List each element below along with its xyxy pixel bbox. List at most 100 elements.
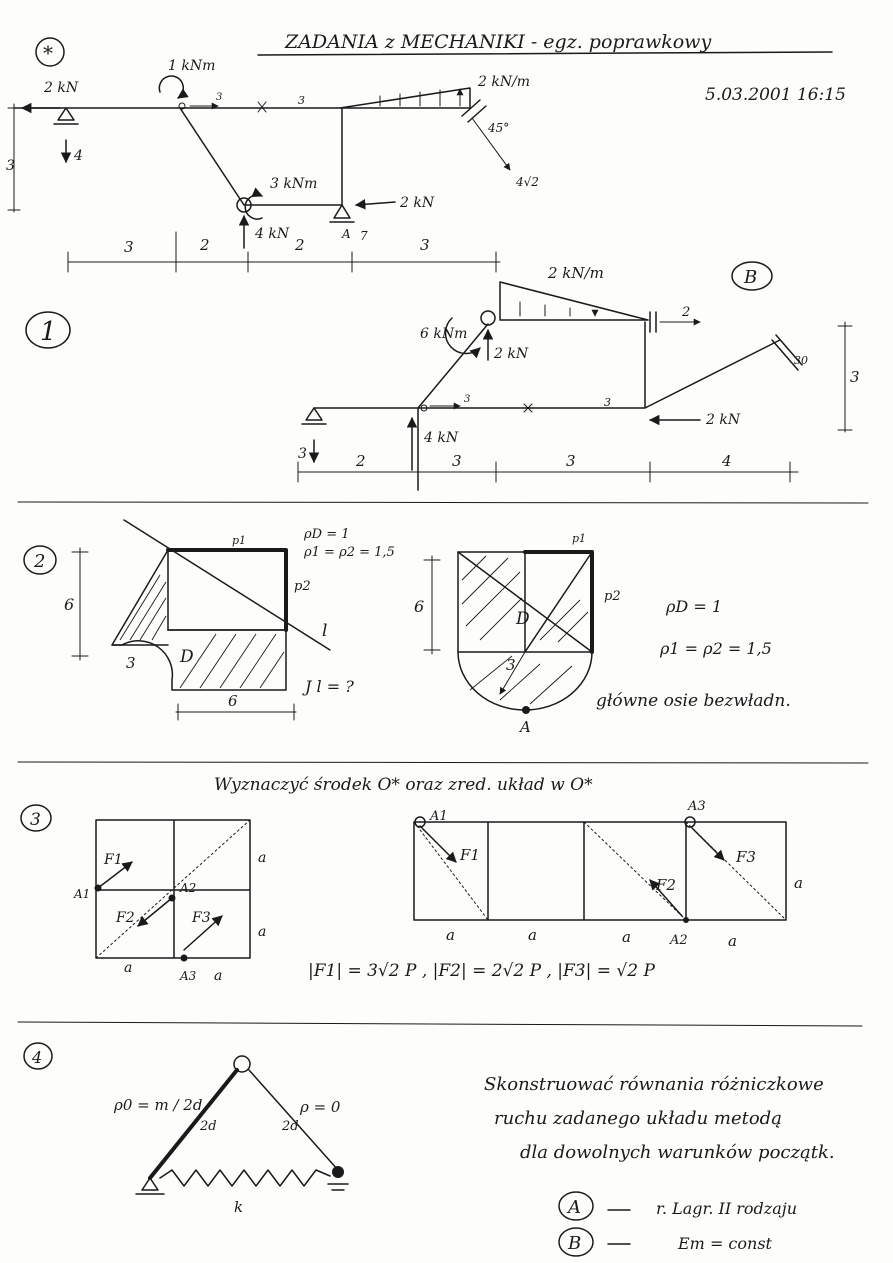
label-hinge-top: 3	[216, 92, 222, 103]
support-left	[53, 107, 79, 125]
label-span-1-3: 3	[566, 452, 576, 470]
grid-left-diagonal	[95, 819, 251, 959]
label-rho-zero: ρ = 0	[299, 1098, 341, 1116]
label-rho-right-1: ρD = 1	[665, 597, 722, 616]
option-b-label: B	[567, 1233, 581, 1254]
label-span-1-4: 4	[721, 452, 732, 470]
divider-1	[17, 501, 869, 504]
square-left	[167, 549, 287, 631]
label-force-left: 2 kN	[43, 80, 79, 96]
problem-star-number: *	[43, 41, 53, 65]
hinge-icon-1	[420, 404, 428, 412]
problem-4-task-line-2: ruchu zadanego układu metodą	[494, 1108, 782, 1129]
label-force-bottom-right: 2 kN	[399, 195, 435, 211]
option-a-label: A	[566, 1197, 581, 1218]
label-rho-right-2: ρ1 = ρ2 = 1,5	[659, 639, 772, 658]
problem-star: * 2 kN 4 1 kNm 3 3 2 kN/m 45° 4√2 3 kNm …	[6, 37, 539, 273]
spring-icon	[159, 1169, 331, 1187]
divider-2	[17, 761, 869, 764]
distributed-load-triangle	[339, 87, 471, 109]
label-len-left: 2d	[199, 1119, 217, 1134]
label-spring-k: k	[234, 1198, 243, 1216]
label-question: J l = ?	[302, 677, 354, 696]
height-dimension-2	[71, 547, 89, 661]
label-len-right: 2d	[281, 1119, 299, 1134]
option-a-text: r. Lagr. II rodzaju	[656, 1199, 797, 1218]
support-left-1	[301, 407, 327, 425]
hatching-right	[461, 555, 589, 705]
label-a-bottom-right-3: a	[622, 928, 631, 946]
option-a-badge	[558, 1191, 594, 1221]
problem-3: 3 Wyznaczyć środek O* oraz zred. układ w…	[20, 775, 803, 984]
label-span-2: 2	[199, 236, 210, 254]
label-a1-left: A1	[73, 887, 90, 901]
label-span-4: 3	[420, 236, 430, 254]
label-span-1: 3	[124, 238, 134, 256]
label-height-right: 6	[414, 597, 424, 616]
label-a-right-bottom-left: a	[258, 924, 266, 940]
radius-arrow-right	[499, 651, 526, 695]
shield-inner-lines	[457, 551, 593, 653]
problem-3-magnitudes: |F1| = 3√2 P , |F2| = 2√2 P , |F3| = √2 …	[308, 961, 655, 981]
label-f2-left: F2	[115, 910, 135, 926]
label-note-right: główne osie bezwładn.	[596, 691, 791, 711]
grid-left	[95, 819, 251, 959]
slider-support	[461, 99, 487, 123]
problem-4: 4 ρ0 = m / 2d 2d 2d ρ = 0 k Skonstruować…	[23, 1042, 835, 1257]
label-support-num-1: 3	[604, 396, 611, 409]
problem-2-number: 2	[33, 551, 45, 572]
divider-3	[17, 1021, 863, 1027]
label-span-3: 2	[294, 236, 305, 254]
label-f3-right: F3	[735, 848, 756, 866]
label-a-bottom-right-2: a	[528, 926, 537, 944]
heavy-rod	[148, 1068, 239, 1180]
point-a-icon	[522, 706, 530, 714]
label-load-down: 4	[73, 148, 83, 164]
label-f1-right: F1	[459, 846, 480, 864]
label-line-l: l	[322, 621, 327, 641]
label-reaction-bottom-1: 4 kN	[423, 430, 459, 446]
height-dimension-2b	[423, 555, 441, 655]
distributed-load-arrows-1	[519, 301, 595, 316]
pin-top-icon	[480, 310, 496, 326]
label-a-right-top-left: a	[258, 850, 266, 866]
slider-support-right	[649, 311, 657, 333]
light-rod	[248, 1069, 339, 1171]
support-left-4	[135, 1177, 165, 1195]
lower-region-left	[111, 629, 287, 691]
label-angle-1: 30	[794, 354, 808, 367]
problem-3-badge	[20, 804, 52, 832]
option-b-text: Em = const	[677, 1234, 773, 1253]
label-f3-left: F3	[191, 910, 211, 926]
problem-1-number: 1	[40, 317, 57, 347]
point-a1-left	[94, 884, 102, 892]
label-reaction-up-1: 2 kN	[493, 346, 529, 362]
label-moment-top: 1 kNm	[168, 58, 215, 74]
height-dimension-1	[837, 321, 853, 433]
force-f1-right	[419, 825, 457, 863]
problem-2-badge	[23, 545, 57, 575]
problem-1-variant: B	[743, 267, 757, 288]
problem-3-task: Wyznaczyć środek O* oraz zred. układ w O…	[214, 775, 593, 795]
header-title: ZADANIA z MECHANIKI - egz. poprawkowy	[284, 31, 711, 53]
label-a-bottom-right-1: a	[446, 926, 455, 944]
label-region-right: D	[515, 609, 530, 629]
force-f2-left	[137, 897, 173, 927]
label-radius-left: 3	[126, 654, 136, 672]
span-dimension-1	[297, 461, 799, 483]
label-reaction-up: 4 kN	[254, 226, 290, 242]
problem-3-number: 3	[30, 810, 41, 830]
header-underline	[257, 51, 833, 56]
line-l	[123, 519, 331, 651]
problem-star-badge	[35, 37, 65, 67]
triangle-left	[111, 549, 169, 646]
label-dist-load-1: 2 kN/m	[547, 264, 604, 282]
label-hinge-1: 3	[464, 394, 470, 405]
label-moment-1: 6 kNm	[420, 326, 467, 342]
label-incline-force: 4√2	[515, 175, 539, 189]
hinge-top-icon	[178, 102, 186, 110]
label-width-left: 6	[228, 692, 238, 710]
label-a-bottom-right-4: a	[728, 932, 737, 950]
span-dimension	[67, 231, 501, 273]
label-a3-left: A3	[179, 969, 197, 983]
